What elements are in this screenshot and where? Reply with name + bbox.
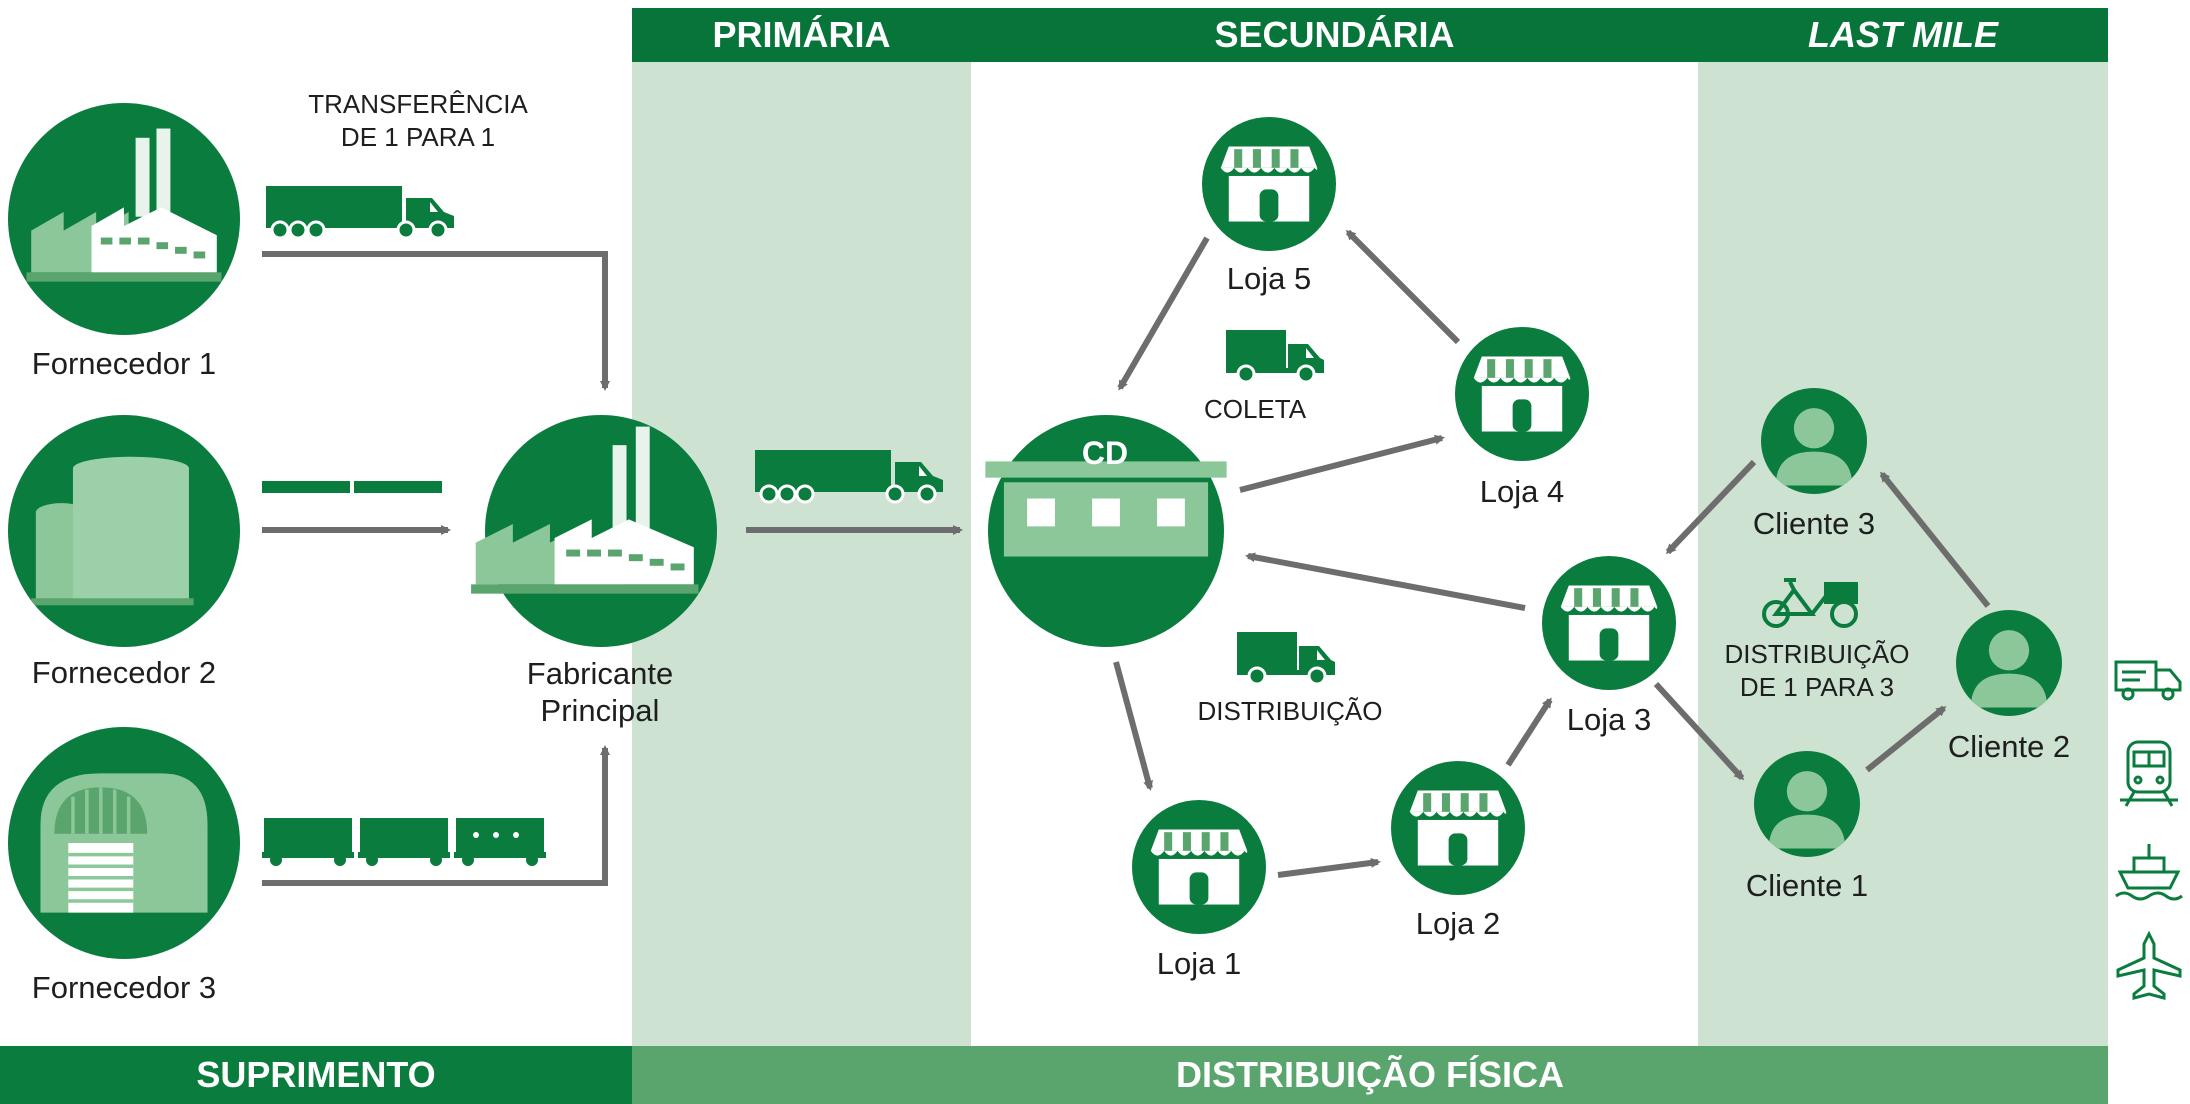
locomotive-window <box>513 832 519 838</box>
locomotive <box>456 818 544 852</box>
fornecedor1-label: Fornecedor 1 <box>31 346 217 381</box>
header-primaria: PRIMÁRIA <box>712 14 891 55</box>
arrow-loja3-to-cd <box>1245 552 1526 611</box>
cliente3-node <box>1761 388 1867 494</box>
fornecedor1-node <box>8 103 240 335</box>
truck-icon <box>755 446 945 504</box>
airplane-icon <box>2112 928 2186 1002</box>
train-wheel <box>334 854 346 866</box>
store-icon <box>1220 146 1318 222</box>
dist-1-para-3-line1: DISTRIBUIÇÃO <box>1724 639 1910 669</box>
cargo-bike-icon <box>1760 574 1864 628</box>
loja2-label: Loja 2 <box>1415 906 1501 941</box>
fabricante-label-line1: Fabricante <box>526 656 674 691</box>
cliente1-label: Cliente 1 <box>1745 868 1869 903</box>
transfer-caption: TRANSFERÊNCIA DE 1 PARA 1 <box>268 88 568 154</box>
truck-icon <box>1237 630 1337 686</box>
transfer-caption-line1: TRANSFERÊNCIA <box>308 89 528 119</box>
train-wheel <box>526 854 538 866</box>
arrow-fornecedor1-to-fabricante <box>262 251 610 391</box>
loja5-node <box>1202 117 1336 251</box>
fornecedor3-node <box>8 727 240 959</box>
warehouse-icon <box>40 773 208 913</box>
train-chassis <box>358 852 450 858</box>
train-wagon <box>360 818 448 852</box>
header-last-mile: LAST MILE <box>1808 14 1998 55</box>
cliente3-label: Cliente 3 <box>1752 506 1876 541</box>
fornecedor2-label: Fornecedor 2 <box>31 655 217 690</box>
header-secundaria: SECUNDÁRIA <box>1214 14 1455 55</box>
factory-icon <box>471 426 699 594</box>
locomotive-window <box>493 832 499 838</box>
truck-icon <box>1226 328 1326 384</box>
fabricante-label-line2: Principal <box>540 693 660 728</box>
cd-node <box>985 415 1227 647</box>
pipeline-segment <box>262 481 350 493</box>
store-icon <box>1150 829 1248 905</box>
arrow-loja5-to-cd <box>1117 236 1210 391</box>
last-mile-band <box>1698 62 2108 1046</box>
truck-icon <box>266 182 456 240</box>
cd-label: CD <box>1081 434 1129 471</box>
train-wagon <box>264 818 352 852</box>
train-icon <box>2112 736 2186 810</box>
coleta-caption: COLETA <box>1203 394 1307 424</box>
train-chassis <box>454 852 546 858</box>
person-icon <box>1970 630 2048 708</box>
footer-distribuicao-fisica: DISTRIBUIÇÃO FÍSICA <box>632 1046 2108 1104</box>
distribuicao-caption: DISTRIBUIÇÃO <box>1197 696 1383 726</box>
arrow-loja3-to-cliente1 <box>1653 681 1745 781</box>
arrow-cliente3-to-loja3 <box>1665 459 1757 555</box>
cliente2-label: Cliente 2 <box>1947 729 2071 764</box>
transport-modes <box>2112 640 2190 1024</box>
arrow-loja4-to-loja5 <box>1345 229 1461 345</box>
train-wheel <box>366 854 378 866</box>
truck-icon <box>2112 640 2186 714</box>
loja1-node <box>1132 800 1266 934</box>
loja3-node <box>1542 556 1676 690</box>
distribution-center-icon <box>985 461 1227 557</box>
store-icon <box>1560 585 1658 661</box>
cliente2-node <box>1956 610 2062 716</box>
arrow-cliente1-to-cliente2 <box>1865 705 1947 773</box>
arrow-loja1-to-loja2 <box>1277 857 1381 878</box>
factory-icon <box>26 128 222 282</box>
arrow-cd-to-loja4 <box>1239 434 1445 493</box>
fabricante-label: Fabricante Principal <box>480 655 720 729</box>
arrow-cliente2-to-cliente3 <box>1879 471 1991 608</box>
dist-1-para-3-caption: DISTRIBUIÇÃO DE 1 PARA 3 <box>1700 638 1934 704</box>
fornecedor2-node <box>8 415 240 647</box>
loja4-node <box>1455 327 1589 461</box>
store-icon <box>1409 790 1507 866</box>
loja5-label: Loja 5 <box>1226 261 1312 296</box>
arrow-loja2-to-loja3 <box>1505 697 1553 767</box>
top-header-bar <box>632 8 2108 62</box>
person-icon <box>1775 408 1853 486</box>
arrow-fornecedor3-to-fabricante <box>262 745 610 886</box>
train-wheel <box>430 854 442 866</box>
locomotive-window <box>473 832 479 838</box>
loja2-node <box>1391 761 1525 895</box>
footer-suprimento: SUPRIMENTO <box>0 1046 632 1104</box>
person-icon <box>1768 771 1846 849</box>
cliente1-node <box>1754 751 1860 857</box>
ship-icon <box>2112 832 2186 906</box>
fabricante-node <box>471 415 717 647</box>
transfer-caption-line2: DE 1 PARA 1 <box>340 122 496 152</box>
loja4-label: Loja 4 <box>1479 474 1565 509</box>
tanks-icon <box>31 456 194 606</box>
train-wheel <box>462 854 474 866</box>
loja1-label: Loja 1 <box>1156 946 1242 981</box>
dist-1-para-3-line2: DE 1 PARA 3 <box>1739 672 1895 702</box>
train-wheel <box>270 854 282 866</box>
arrow-cd-to-loja1 <box>1113 661 1154 791</box>
pipeline-segment <box>354 481 442 493</box>
train-chassis <box>262 852 354 858</box>
fornecedor3-label: Fornecedor 3 <box>31 970 217 1005</box>
store-icon <box>1473 356 1571 432</box>
loja3-label: Loja 3 <box>1566 702 1652 737</box>
